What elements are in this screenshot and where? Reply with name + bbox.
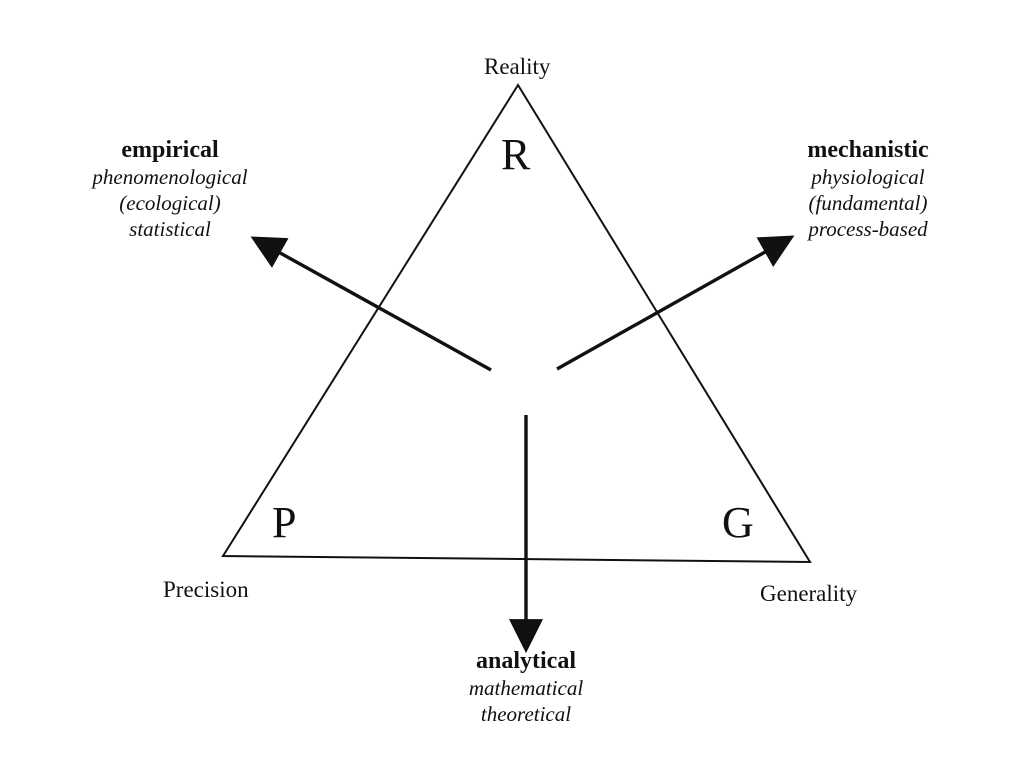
- mechanistic-line-process-based: process-based: [808, 216, 928, 241]
- mechanistic-arrow: [556, 235, 795, 371]
- analytical-group: analytical mathematical theoretical: [446, 648, 606, 727]
- mechanistic-line-physiological: physiological: [811, 164, 925, 189]
- analytical-title: analytical: [476, 648, 576, 674]
- mechanistic-group: mechanistic physiological (fundamental) …: [778, 137, 958, 242]
- empirical-line-statistical: statistical: [129, 216, 211, 241]
- empirical-line-ecological: (ecological): [119, 190, 221, 215]
- generality-label: Generality: [760, 581, 858, 606]
- reality-label: Reality: [484, 54, 551, 79]
- empirical-group: empirical phenomenological (ecological) …: [68, 137, 272, 242]
- analytical-line-theoretical: theoretical: [480, 701, 572, 726]
- empirical-arrow: [250, 236, 492, 372]
- empirical-line-phenomenological: phenomenological: [92, 164, 248, 189]
- analytical-line-mathematical: mathematical: [468, 675, 584, 700]
- precision-letter: P: [272, 498, 297, 547]
- rpg-triangle: [221, 83, 812, 564]
- reality-letter: R: [501, 130, 531, 179]
- mechanistic-title: mechanistic: [807, 137, 929, 163]
- precision-label: Precision: [163, 577, 249, 602]
- mechanistic-line-fundamental: (fundamental): [808, 190, 928, 215]
- generality-letter: G: [722, 498, 754, 547]
- empirical-title: empirical: [121, 137, 219, 163]
